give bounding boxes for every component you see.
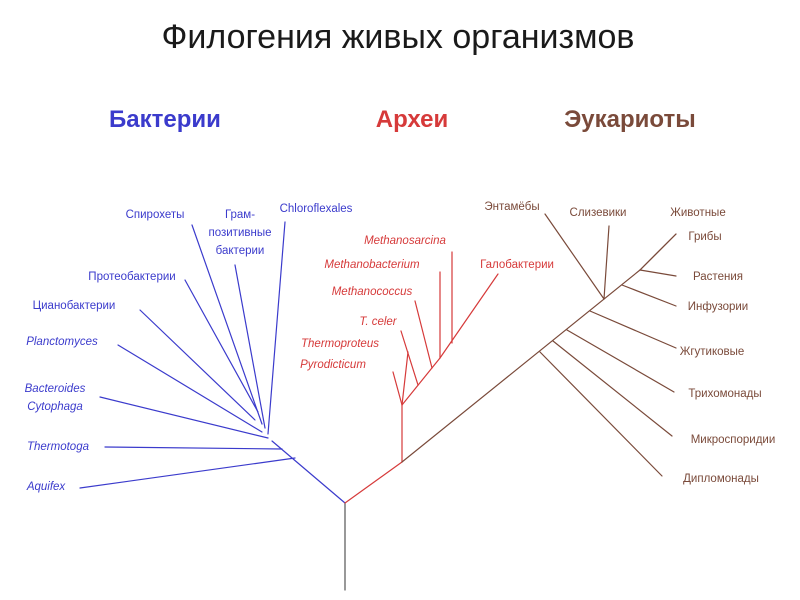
group-label-bacteria: Бактерии [109,106,221,133]
taxon-label-pyrodicticum: Pyrodicticum [300,359,366,371]
branch-ciliates [621,284,677,307]
branch-planctomyces [117,344,263,433]
taxon-label-slime-molds: Слизевики [570,207,627,219]
taxon-label-halobacteria: Галобактерии [480,259,554,271]
group-label-eukaryota: Эукариоты [564,106,696,133]
branch-aquifex [79,457,296,489]
branch-slime-molds [603,225,610,300]
taxon-label-proteobacteria: Протеобактерии [88,271,175,283]
taxon-label-cytophaga: Cytophaga [27,401,83,413]
taxon-label-thermoproteus: Thermoproteus [301,338,379,350]
archaea-labels: Methanosarcina Methanobacterium Галобакт… [300,235,554,371]
branch-thermotoga [104,446,283,450]
branch-pyrodicticum [392,371,403,406]
branch-gram-positive [234,264,266,429]
branch-trichomonads [566,329,675,393]
taxon-label-methanococcus: Methanococcus [332,286,413,298]
bacteria-branches [79,221,346,504]
taxon-label-bacteroides: Bacteroides [25,383,86,395]
taxon-label-gram-positive-2: позитивные [208,227,271,239]
archaea-inner [401,357,441,406]
taxon-label-entamoebae: Энтамёбы [484,201,539,213]
taxon-label-gram-positive-3: бактерии [216,245,265,257]
taxon-label-diplomonads: Дипломонады [683,473,759,485]
taxon-label-thermotoga: Thermotoga [27,441,89,453]
branch-spirochetes [191,224,263,425]
taxon-label-fungi: Грибы [688,231,721,243]
taxon-label-spirochetes: Спирохеты [126,209,185,221]
branch-plants [639,269,677,277]
group-label-archaea: Археи [376,106,449,133]
taxon-label-ciliates: Инфузории [688,301,748,313]
branch-chloroflexales [267,221,286,435]
branch-halobacteria [439,273,499,359]
taxon-label-chloroflexales: Chloroflexales [280,203,353,215]
taxon-label-microsporidia: Микроспоридии [691,434,776,446]
branch-microsporidia [552,340,673,437]
taxon-label-methanobacterium: Methanobacterium [324,259,420,271]
branch-cyanobacteria [139,309,256,421]
branch-entamoebae [544,213,605,300]
branch-flagellates [589,310,677,349]
bacteria-labels: Спирохеты Грам- позитивные бактерии Chlo… [25,203,353,493]
taxon-label-trichomonads: Трихомонады [688,388,761,400]
branch-thermoproteus [401,351,409,406]
taxon-label-methanosarcina: Methanosarcina [364,235,446,247]
branch-t-celer [400,330,419,386]
taxon-label-aquifex: Aquifex [26,481,67,493]
taxon-label-animals: Животные [670,207,725,219]
taxon-label-planctomyces: Planctomyces [26,336,98,348]
branch-animals [639,233,677,271]
branch-diplomonads [539,351,663,477]
archaea-trunk-a [344,461,403,504]
bacteria-trunk [271,440,346,504]
taxon-label-t-celer: T. celer [359,316,397,328]
eukaryota-labels: Энтамёбы Слизевики Животные Грибы Растен… [484,201,775,485]
taxon-label-plants: Растения [693,271,743,283]
archaea-branches [344,251,499,504]
branch-proteobacteria [184,279,259,413]
eukaryota-trunk [401,269,641,463]
taxon-label-cyanobacteria: Цианобактерии [33,300,116,312]
branch-methanococcus [414,300,433,369]
eukaryota-branches [401,213,677,477]
taxon-label-gram-positive-1: Грам- [225,209,255,221]
branch-bacteroides [99,396,269,439]
diagram-title: Филогения живых организмов [162,18,635,56]
taxon-label-flagellates: Жгутиковые [680,346,745,358]
